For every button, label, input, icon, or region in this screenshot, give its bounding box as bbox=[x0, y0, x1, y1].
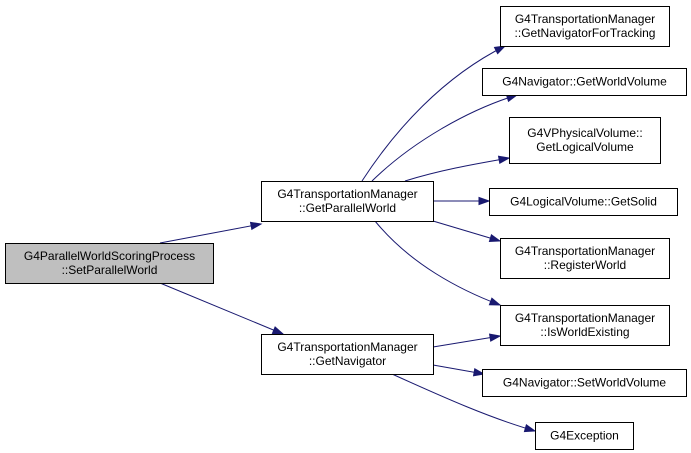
edge-arrowhead bbox=[478, 196, 491, 206]
edge-line bbox=[361, 45, 506, 182]
node-root[interactable]: G4ParallelWorldScoringProcess::SetParall… bbox=[5, 243, 214, 284]
edge-arrowhead bbox=[488, 297, 502, 306]
node-label-line: ::GetNavigator bbox=[309, 354, 386, 368]
node-box[interactable] bbox=[482, 369, 687, 397]
node-label-line: G4TransportationManager bbox=[277, 187, 417, 201]
nodes-layer: G4ParallelWorldScoringProcess::SetParall… bbox=[5, 6, 687, 450]
node-label-line: ::IsWorldExisting bbox=[540, 325, 629, 339]
node-label-line: G4TransportationManager bbox=[515, 244, 655, 258]
node-box[interactable] bbox=[500, 238, 670, 279]
edge-line bbox=[432, 335, 501, 348]
node-label-line: G4TransportationManager bbox=[277, 340, 417, 354]
edge-getParallelWorld-to-getNavigatorForTracking bbox=[361, 45, 507, 182]
node-label-line: G4TransportationManager bbox=[515, 311, 655, 325]
edge-line bbox=[391, 373, 536, 432]
edge-getParallelWorld-to-getLogicalVolume bbox=[404, 155, 511, 182]
edge-line bbox=[371, 94, 518, 182]
node-exception[interactable]: G4Exception bbox=[535, 422, 634, 450]
node-box[interactable] bbox=[261, 334, 434, 375]
node-label-line: G4VPhysicalVolume:: bbox=[527, 126, 642, 140]
node-label-line: ::GetParallelWorld bbox=[299, 201, 396, 215]
node-box[interactable] bbox=[500, 6, 670, 47]
node-box[interactable] bbox=[535, 422, 634, 450]
node-registerWorld[interactable]: G4TransportationManager::RegisterWorld bbox=[500, 238, 670, 279]
node-box[interactable] bbox=[482, 68, 687, 96]
edge-line bbox=[159, 223, 262, 244]
node-label-line: GetLogicalVolume bbox=[536, 140, 634, 154]
node-label-line: G4TransportationManager bbox=[515, 12, 655, 26]
edge-line bbox=[374, 220, 501, 306]
node-box[interactable] bbox=[489, 188, 678, 216]
node-getNavigator[interactable]: G4TransportationManager::GetNavigator bbox=[261, 334, 434, 375]
edge-arrowhead bbox=[249, 221, 263, 231]
node-box[interactable] bbox=[509, 117, 661, 164]
node-label-line: G4Navigator::SetWorldVolume bbox=[503, 376, 667, 390]
edge-arrowhead bbox=[523, 424, 537, 433]
edge-root-to-getParallelWorld bbox=[159, 221, 263, 244]
node-box[interactable] bbox=[261, 181, 434, 222]
node-isWorldExisting[interactable]: G4TransportationManager::IsWorldExisting bbox=[500, 305, 670, 346]
edge-line bbox=[159, 282, 284, 335]
node-setWorldVolume[interactable]: G4Navigator::SetWorldVolume bbox=[482, 369, 687, 397]
edge-getNavigator-to-isWorldExisting bbox=[432, 333, 502, 348]
edge-getParallelWorld-to-registerWorld bbox=[432, 220, 502, 243]
edge-arrowhead bbox=[488, 233, 502, 243]
edge-arrowhead bbox=[271, 326, 285, 335]
edge-arrowhead bbox=[488, 333, 502, 342]
edge-getParallelWorld-to-isWorldExisting bbox=[374, 220, 502, 306]
node-label-line: ::RegisterWorld bbox=[544, 258, 626, 272]
edge-getNavigator-to-setWorldVolume bbox=[432, 364, 486, 377]
node-label-line: G4LogicalVolume::GetSolid bbox=[510, 195, 657, 209]
node-getLogicalVolume[interactable]: G4VPhysicalVolume::GetLogicalVolume bbox=[509, 117, 661, 164]
node-label-line: G4Exception bbox=[550, 429, 619, 443]
edge-getNavigator-to-exception bbox=[391, 373, 537, 433]
node-label-line: ::SetParallelWorld bbox=[62, 263, 158, 277]
edge-root-to-getNavigator bbox=[159, 282, 285, 335]
node-label-line: G4Navigator::GetWorldVolume bbox=[502, 75, 667, 89]
node-getWorldVolume[interactable]: G4Navigator::GetWorldVolume bbox=[482, 68, 687, 96]
edge-getParallelWorld-to-getSolid bbox=[433, 196, 491, 206]
edge-arrowhead bbox=[497, 155, 511, 164]
edge-line bbox=[404, 157, 510, 182]
node-label-line: G4ParallelWorldScoringProcess bbox=[24, 249, 195, 263]
node-getSolid[interactable]: G4LogicalVolume::GetSolid bbox=[489, 188, 678, 216]
node-box[interactable] bbox=[5, 243, 214, 284]
edge-arrowhead bbox=[493, 45, 507, 55]
node-getNavigatorForTracking[interactable]: G4TransportationManager::GetNavigatorFor… bbox=[500, 6, 670, 47]
edge-arrowhead bbox=[472, 368, 486, 377]
node-getParallelWorld[interactable]: G4TransportationManager::GetParallelWorl… bbox=[261, 181, 434, 222]
node-label-line: ::GetNavigatorForTracking bbox=[515, 26, 656, 40]
edge-line bbox=[432, 220, 501, 242]
node-box[interactable] bbox=[500, 305, 670, 346]
